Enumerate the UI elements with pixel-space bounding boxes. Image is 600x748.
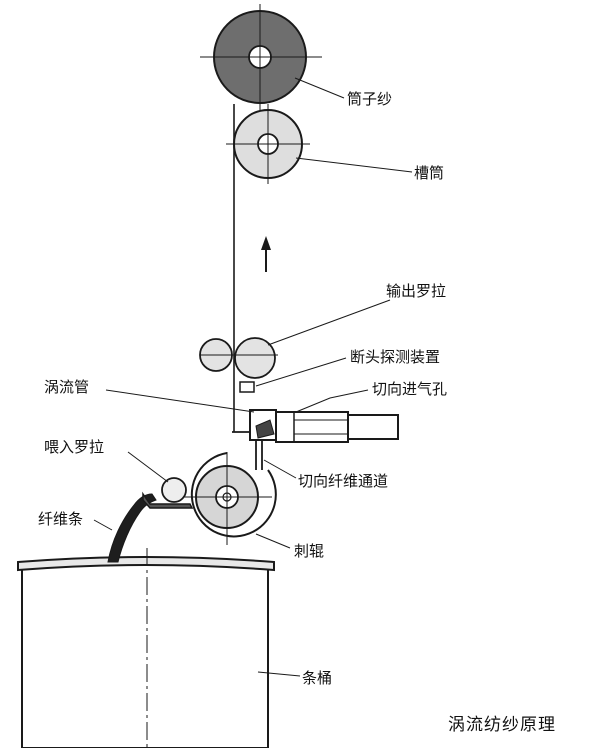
label-groove-drum: 槽筒 bbox=[414, 164, 444, 182]
label-tangential-air-hole: 切向进气孔 bbox=[372, 380, 447, 398]
vortex-tube-assembly bbox=[232, 409, 399, 470]
sliver-can bbox=[17, 548, 275, 748]
label-delivery-roller: 输出罗拉 bbox=[386, 282, 446, 300]
licker-in-roller bbox=[183, 452, 277, 545]
label-vortex-tube: 涡流管 bbox=[44, 378, 89, 396]
groove-drum bbox=[226, 104, 310, 184]
label-sliver: 纤维条 bbox=[38, 510, 83, 528]
label-can: 条桶 bbox=[302, 669, 332, 687]
sliver-strip bbox=[107, 493, 157, 563]
figure-caption: 涡流纺纱原理 bbox=[448, 715, 556, 735]
yarn-direction-arrow-icon bbox=[261, 236, 271, 272]
label-bobbin: 筒子纱 bbox=[347, 90, 392, 108]
break-detector bbox=[239, 381, 255, 393]
bobbin bbox=[200, 4, 322, 110]
label-break-detector: 断头探测装置 bbox=[350, 348, 440, 366]
feed-roller-assembly bbox=[142, 477, 194, 509]
label-tangential-fiber-channel: 切向纤维通道 bbox=[298, 472, 388, 490]
label-licker-in: 刺辊 bbox=[294, 542, 324, 560]
leader-lines bbox=[93, 77, 413, 677]
delivery-rollers bbox=[199, 337, 278, 379]
label-feed-roller: 喂入罗拉 bbox=[44, 438, 104, 456]
